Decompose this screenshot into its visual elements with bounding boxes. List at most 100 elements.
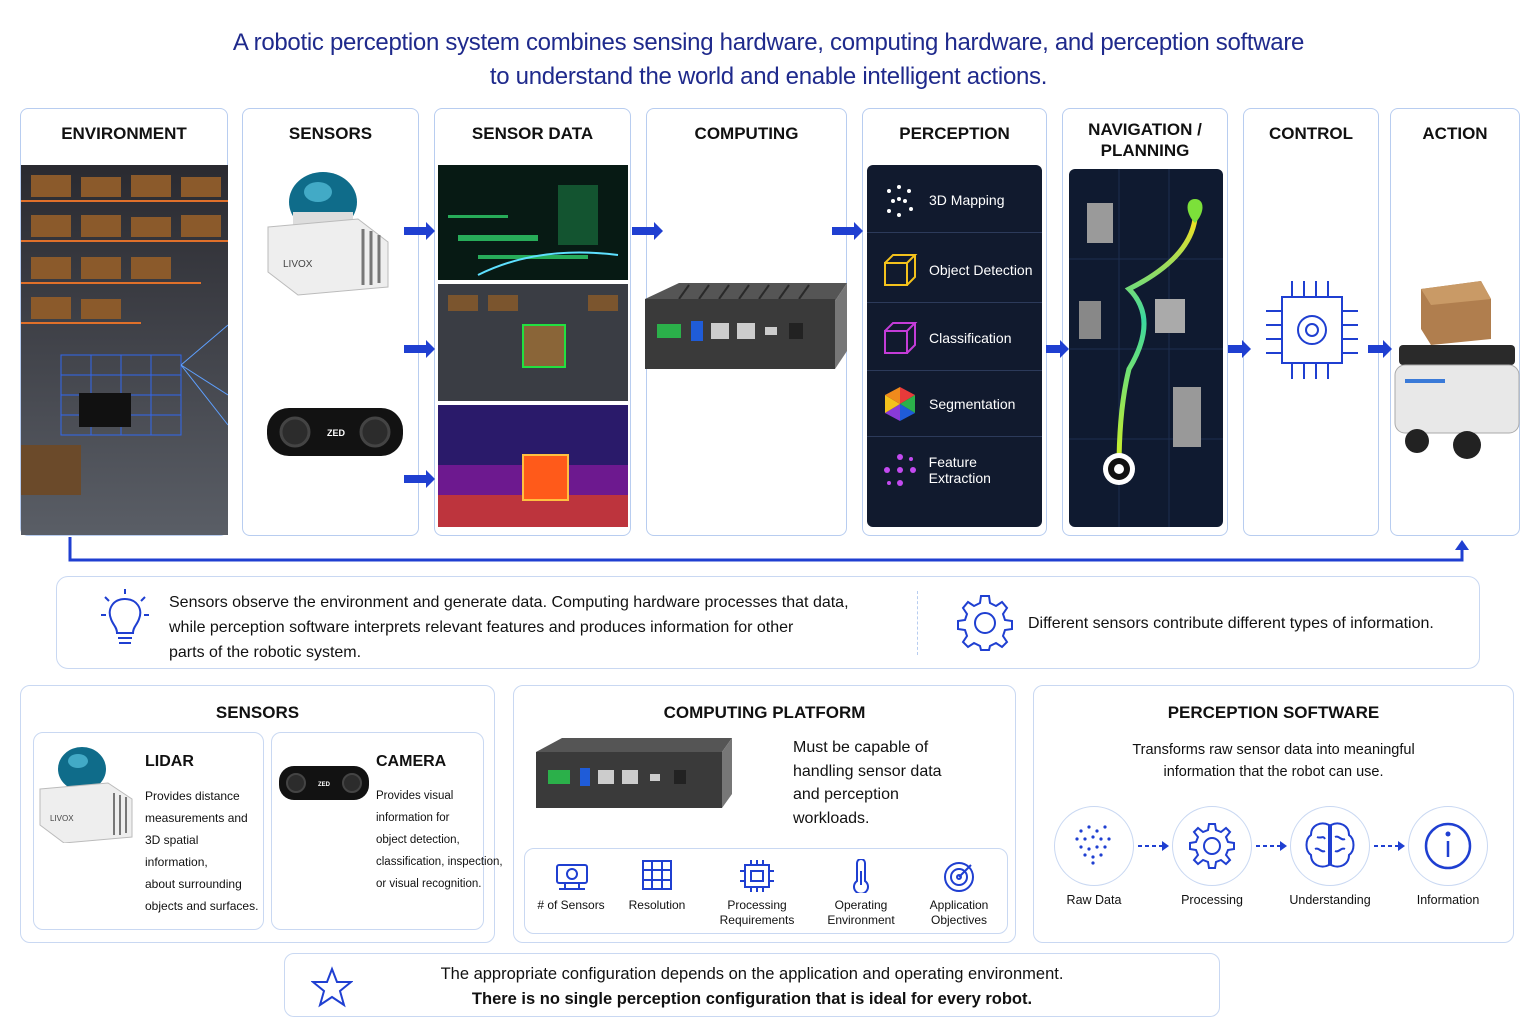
processing-step — [1172, 806, 1252, 886]
lidar-line: Provides distance — [145, 789, 240, 803]
arrow-icon — [632, 222, 663, 240]
footer-note: The appropriate configuration depends on… — [284, 953, 1220, 1017]
arrow-icon — [404, 222, 435, 240]
environment-heading: ENVIRONMENT — [61, 124, 187, 143]
arrow-icon — [1228, 340, 1251, 358]
lidar-device-icon: LIVOX — [267, 172, 389, 296]
software-desc-line: information that the robot can use. — [1163, 764, 1384, 780]
navigation-heading: NAVIGATION / PLANNING — [1063, 119, 1227, 161]
computer-box-icon — [645, 283, 847, 369]
camera-description: Provides visual information for object d… — [376, 785, 503, 895]
arrow-icon — [1398, 841, 1405, 851]
factor-processing: Processing Requirements — [705, 859, 809, 928]
lidar-line: measurements and — [145, 811, 248, 825]
perception-heading: PERCEPTION — [899, 124, 1010, 143]
sensor-data-heading: SENSOR DATA — [471, 124, 594, 143]
arrow-icon — [1046, 340, 1069, 358]
footer-line-2: There is no single perception configurat… — [471, 990, 1033, 1008]
arrow-icon — [404, 470, 435, 488]
stereo-camera-icon: ZED — [267, 408, 403, 456]
information-step — [1408, 806, 1488, 886]
grid-icon — [642, 860, 672, 890]
segmentation-icon — [885, 386, 915, 421]
action-panel: ACTION — [1390, 108, 1520, 536]
perception-item-label: Object Detection — [929, 261, 1033, 278]
perception-list: 3D Mapping Object Detection Classificati… — [867, 165, 1042, 527]
chip-gear-icon — [1266, 281, 1358, 379]
dot-cloud-icon — [1075, 825, 1111, 865]
camera-brand-label: ZED — [318, 782, 331, 788]
sensors-box-title: SENSORS — [215, 703, 300, 722]
lidar-device-icon: LIVOX — [39, 747, 133, 843]
control-heading: CONTROL — [1268, 124, 1354, 143]
camera-line: information for — [376, 812, 450, 824]
title-line-1: A robotic perception system combines sen… — [232, 29, 1305, 56]
control-panel: CONTROL — [1243, 108, 1379, 536]
lidar-brand-label: LIVOX — [283, 259, 313, 270]
lidar-line: 3D spatial information, — [145, 833, 208, 869]
computer-box-icon — [536, 738, 732, 808]
action-heading: ACTION — [1422, 124, 1488, 143]
understanding-step — [1290, 806, 1370, 886]
sensors-heading: SENSORS — [288, 124, 373, 143]
computing-desc-line: and perception — [793, 786, 899, 803]
info-line-3: parts of the robotic system. — [169, 644, 362, 661]
page-title: A robotic perception system combines sen… — [0, 26, 1537, 94]
perception-item-segmentation: Segmentation — [867, 371, 1042, 437]
computing-platform-box: COMPUTING PLATFORM Must be capable of ha… — [513, 685, 1016, 943]
thermometer-icon — [853, 858, 869, 895]
path-planning-map — [1069, 169, 1223, 527]
software-box-title: PERCEPTION SOFTWARE — [1167, 703, 1380, 722]
camera-card: ZED CAMERA Provides visual information f… — [271, 732, 503, 930]
step-label: Processing — [1181, 893, 1243, 907]
sensors-box: SENSORS LIVOX LIDAR Provides distance me… — [20, 685, 503, 943]
lidar-card: LIVOX LIDAR Provides distance measuremen… — [33, 732, 264, 930]
factor-label: # of Sensors — [537, 898, 605, 912]
factor-label: Environment — [827, 913, 895, 927]
info-divider — [917, 591, 918, 655]
computing-desc-line: handling sensor data — [793, 762, 942, 780]
perception-item-object-detection: Object Detection — [867, 237, 1042, 303]
factor-sensors: # of Sensors — [529, 859, 613, 913]
pipeline-arrows — [68, 222, 1469, 562]
sensor-data-panel: SENSOR DATA — [434, 108, 631, 536]
camera-line: Provides visual — [376, 790, 454, 802]
factor-label: Operating — [834, 898, 888, 912]
environment-panel: ENVIRONMENT — [20, 108, 228, 536]
sensor-count-icon — [556, 864, 588, 890]
perception-item-label: Classification — [929, 329, 1012, 346]
footer-text: The appropriate configuration depends on… — [285, 962, 1219, 1012]
perception-panel: PERCEPTION 3D Mapping Object Detection C… — [862, 108, 1047, 536]
factor-label: Resolution — [628, 898, 686, 912]
step-label: Understanding — [1289, 893, 1371, 907]
perception-item-feature-extraction: Feature Extraction — [867, 437, 1042, 503]
lidar-title: LIDAR — [145, 753, 194, 770]
brain-icon — [1305, 822, 1355, 868]
computing-panel: COMPUTING — [645, 108, 847, 536]
camera-line: classification, inspection, — [376, 856, 503, 868]
camera-line: object detection, — [376, 834, 460, 846]
navigation-heading-line-2: PLANNING — [1100, 141, 1190, 160]
lidar-description: Provides distance measurements and 3D sp… — [145, 785, 263, 917]
cpu-chip-icon — [740, 860, 774, 892]
footer-line-1: The appropriate configuration depends on… — [440, 965, 1064, 983]
perception-item-label: Feature Extraction — [928, 454, 991, 486]
raw-data-step — [1054, 806, 1134, 886]
arrow-icon — [1162, 841, 1169, 851]
arrow-icon — [1368, 340, 1392, 358]
title-line-2: to understand the world and enable intel… — [489, 63, 1048, 90]
info-line-2: while perception software interprets rel… — [169, 619, 794, 636]
info-right-text: Different sensors contribute different t… — [1028, 615, 1434, 632]
computing-desc-line: workloads. — [793, 809, 870, 827]
perception-software-box: PERCEPTION SOFTWARE Transforms raw senso… — [1033, 685, 1514, 943]
factor-resolution: Resolution — [615, 859, 699, 913]
navigation-heading-line-1: NAVIGATION / — [1088, 120, 1202, 139]
gear-icon — [957, 595, 1013, 651]
arrow-icon — [832, 222, 863, 240]
software-description: Transforms raw sensor data into meaningf… — [1034, 739, 1513, 783]
factor-label: Processing — [727, 898, 787, 912]
camera-brand-label: ZED — [327, 428, 346, 438]
lidar-line: objects and surfaces. — [145, 899, 259, 913]
camera-title: CAMERA — [376, 753, 447, 770]
software-desc-line: Transforms raw sensor data into meaningf… — [1132, 742, 1415, 758]
